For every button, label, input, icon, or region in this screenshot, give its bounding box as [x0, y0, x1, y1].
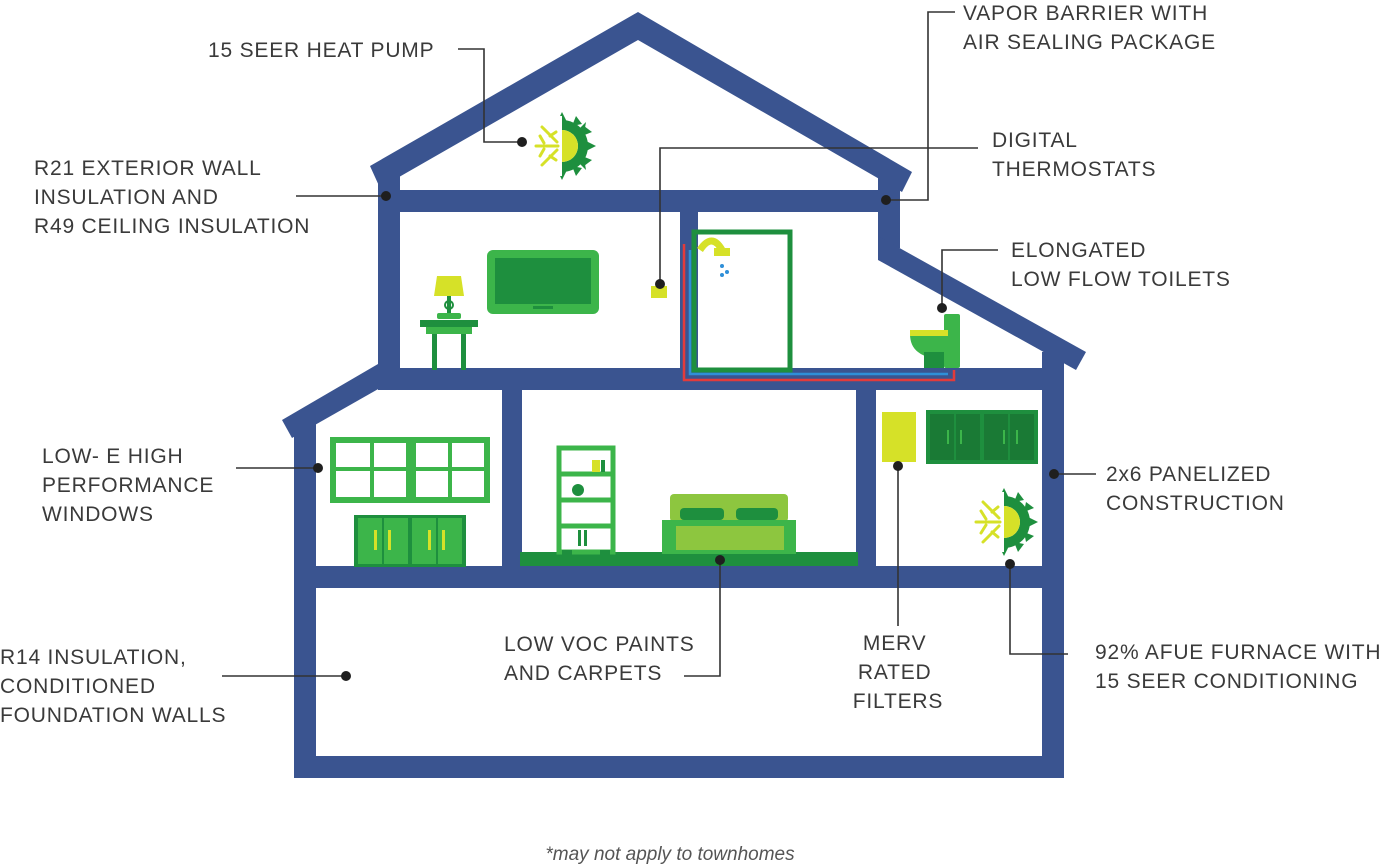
bookshelf-icon — [556, 445, 616, 555]
ground-floor-beam — [294, 566, 1064, 588]
lower-partition-2 — [856, 388, 876, 568]
foundation-floor — [294, 756, 1064, 778]
sun-snowflake-icon — [532, 112, 596, 180]
dresser-icon — [354, 515, 466, 567]
label-heat-pump: 15 SEER HEAT PUMP — [208, 39, 434, 62]
roof — [370, 12, 912, 192]
lower-left-roof — [282, 364, 380, 438]
leader-lines — [222, 11, 1096, 681]
right-outer-wall — [1042, 352, 1064, 776]
label-merv: MERV RATED FILTERS — [853, 632, 943, 713]
label-voc: LOW VOC PAINTS AND CARPETS — [504, 633, 701, 685]
shower-icon — [691, 229, 793, 373]
label-toilets: ELONGATED LOW FLOW TOILETS — [1011, 239, 1231, 291]
thermostat-icon — [651, 286, 667, 298]
label-windows: LOW- E HIGH PERFORMANCE WINDOWS — [42, 445, 221, 526]
lower-partition-1 — [502, 388, 522, 568]
filter-icon — [882, 412, 916, 462]
label-vapor-barrier: VAPOR BARRIER WITH AIR SEALING PACKAGE — [963, 2, 1216, 54]
lamp-icon — [434, 276, 464, 319]
bed-icon — [662, 494, 796, 554]
toilet-icon — [910, 314, 960, 368]
upper-right-wall-stub — [878, 174, 900, 248]
upper-left-wall — [378, 174, 400, 370]
left-outer-wall — [294, 422, 316, 776]
label-foundation: R14 INSULATION, CONDITIONED FOUNDATION W… — [0, 646, 226, 727]
house-frame — [282, 12, 1086, 778]
footnote: *may not apply to townhomes — [545, 844, 795, 865]
cabinet-icon — [926, 410, 1038, 464]
nightstand — [420, 320, 478, 370]
sun-snowflake-icon — [974, 488, 1038, 556]
plumbing-pipes — [682, 244, 956, 382]
carpet — [520, 552, 858, 566]
window-icon — [330, 437, 490, 503]
tv-icon — [487, 250, 599, 314]
label-furnace: 92% AFUE FURNACE WITH 15 SEER CONDITIONI… — [1095, 641, 1388, 693]
label-panelized: 2x6 PANELIZED CONSTRUCTION — [1106, 463, 1285, 515]
shed-roof — [878, 236, 1086, 370]
label-thermostats: DIGITAL THERMOSTATS — [992, 129, 1156, 181]
ceiling-beam — [378, 190, 900, 212]
label-wall-insulation: R21 EXTERIOR WALL INSULATION AND R49 CEI… — [34, 157, 310, 238]
